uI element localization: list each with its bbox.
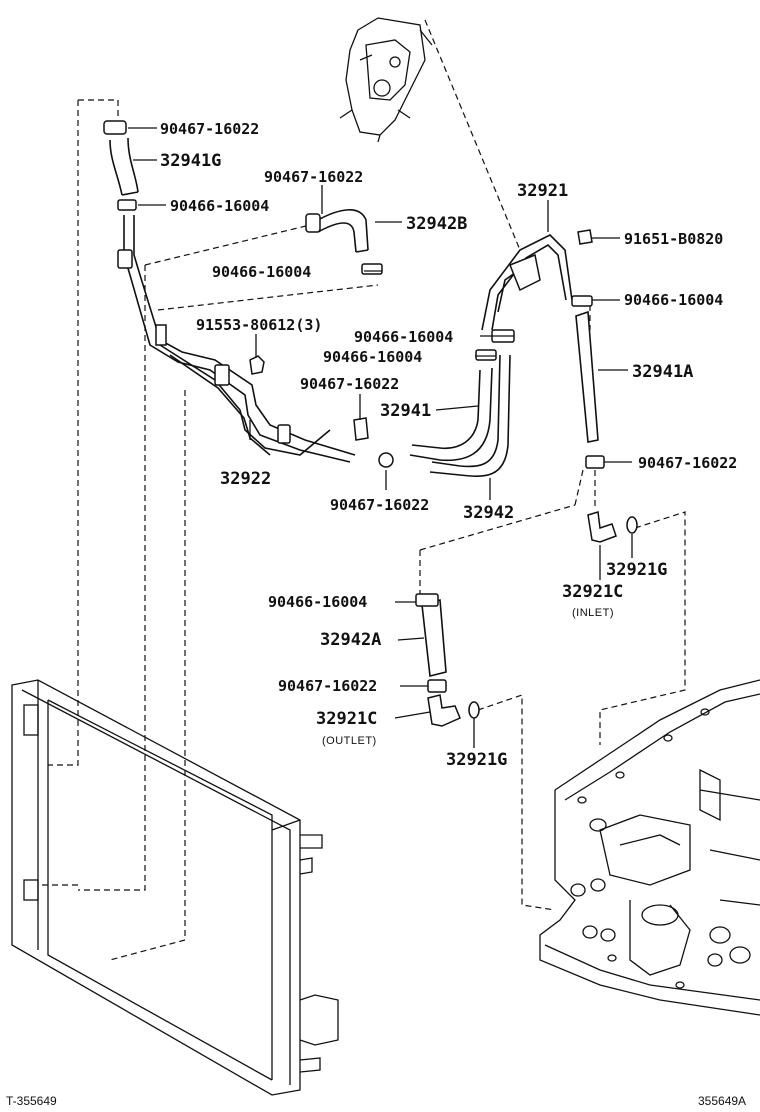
- callout-32921C-outlet: 32921C: [316, 709, 377, 729]
- clamp-90466-16004-d: [475, 349, 497, 361]
- callout-90467-16022-c: 90467-16022: [300, 375, 399, 393]
- callout-90467-16022-e: 90467-16022: [638, 454, 737, 472]
- clamp-90467-16022-bottom: [378, 452, 394, 468]
- callout-90466-16004-e: 90466-16004: [323, 348, 422, 366]
- callout-90467-16022-d: 90467-16022: [330, 496, 429, 514]
- callout-90466-16004-f: 90466-16004: [268, 593, 367, 611]
- engine-block-illustration: [539, 679, 760, 1016]
- hose-32941: [409, 367, 493, 462]
- footer-right-code: 355649A: [698, 1094, 746, 1108]
- callout-32921G-inlet: 32921G: [606, 560, 667, 580]
- callout-32921G-outlet: 32921G: [446, 750, 507, 770]
- hose-32941G: [109, 137, 139, 196]
- hose-32942B: [317, 209, 369, 253]
- callout-32942A: 32942A: [320, 630, 381, 650]
- oring-32921G-inlet: [626, 516, 638, 534]
- callout-32941A: 32941A: [632, 362, 693, 382]
- callout-labels: 90467-16022 32941G 90466-16004 90467-160…: [160, 120, 737, 770]
- fitting-32921C-outlet: [427, 694, 461, 727]
- radiator-illustration: [11, 679, 339, 1096]
- callout-91553-80612: 91553-80612(3): [196, 316, 322, 334]
- clamp-90467-16022-b: [305, 213, 321, 233]
- callout-32921: 32921: [517, 181, 568, 201]
- clamp-90466-16004-e: [571, 295, 593, 307]
- callout-90466-16004-d: 90466-16004: [354, 328, 453, 346]
- callout-32922: 32922: [220, 469, 271, 489]
- hose-32941A: [575, 310, 599, 443]
- hose-32942A: [421, 598, 447, 677]
- callout-32941G: 32941G: [160, 151, 221, 171]
- callout-90467-16022-f: 90467-16022: [278, 677, 377, 695]
- callout-inlet-note: (INLET): [572, 607, 614, 619]
- fitting-32921C-inlet: [587, 511, 617, 543]
- clamp-90467-16022-f: [427, 679, 447, 693]
- callout-outlet-note: (OUTLET): [322, 735, 377, 747]
- dashed-guide-lines: [40, 19, 686, 961]
- parts-group: [103, 120, 638, 727]
- callout-91651-B0820: 91651-B0820: [624, 230, 723, 248]
- callout-90466-16004-a: 90466-16004: [170, 197, 269, 215]
- callout-32941: 32941: [380, 401, 431, 421]
- footer-left-code: T-355649: [6, 1094, 57, 1108]
- hose-32942: [429, 354, 511, 478]
- bolt-91651-B0820: [577, 229, 593, 245]
- callout-90467-16022-b: 90467-16022: [264, 168, 363, 186]
- clamp-90466-16004-f: [415, 593, 439, 607]
- callout-90466-16004-c: 90466-16004: [624, 291, 723, 309]
- leader-lines: [128, 127, 633, 748]
- clamp-90467-16022-e: [585, 455, 605, 469]
- oring-32921G-outlet: [468, 701, 480, 719]
- pipe-32921: [481, 234, 573, 331]
- callout-32921C-inlet: 32921C: [562, 582, 623, 602]
- pump-bracket-illustration: [339, 17, 433, 143]
- clamp-90466-16004-top: [117, 199, 137, 211]
- clamp-90466-16004-b: [361, 263, 383, 275]
- clamp-90467-16022-mid: [353, 417, 369, 441]
- callout-32942B: 32942B: [406, 214, 467, 234]
- clamp-90467-16022-top: [103, 120, 127, 135]
- callout-90467-16022-a: 90467-16022: [160, 120, 259, 138]
- callout-90466-16004-b: 90466-16004: [212, 263, 311, 281]
- callout-32942: 32942: [463, 503, 514, 523]
